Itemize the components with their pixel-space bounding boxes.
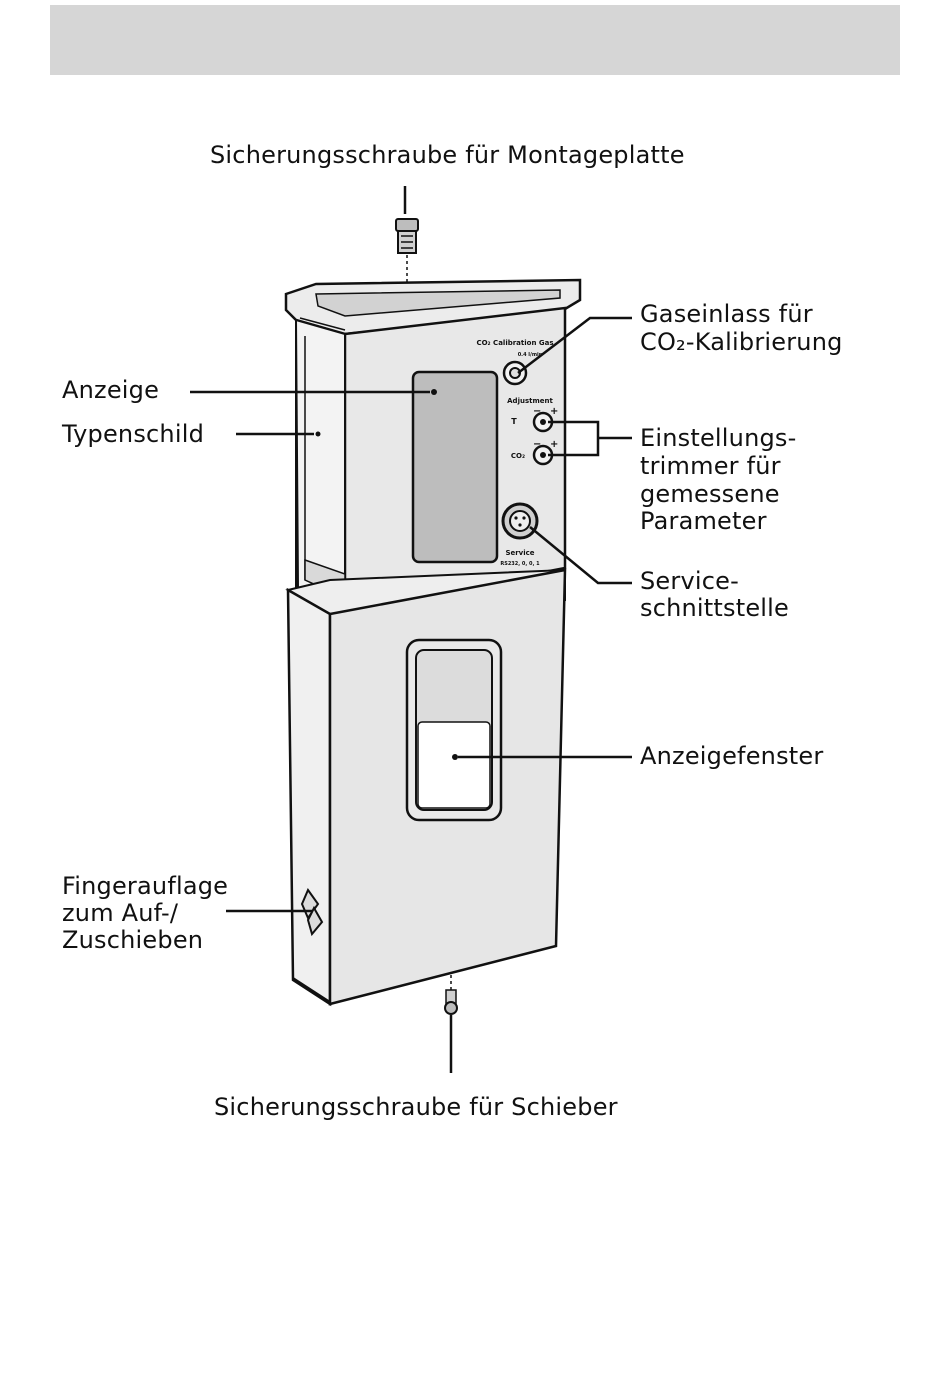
bottom-screw-label: Sicherungsschraube für Schieber <box>214 1093 618 1121</box>
type-plate-label: Typenschild <box>62 420 205 448</box>
top-screw-label: Sicherungsschraube für Montageplatte <box>210 141 685 169</box>
top-screw-icon <box>395 218 419 290</box>
display-label: Anzeige <box>62 376 160 404</box>
bottom-screw-icon <box>444 975 458 1015</box>
header-bar <box>50 5 900 75</box>
trimmer-label-line3: gemessene <box>640 480 780 508</box>
gas-inlet-label-line1: Gaseinlass für <box>640 300 813 328</box>
gas-inlet-icon <box>502 360 528 386</box>
trimmer-co2-plus: + <box>550 439 558 450</box>
trimmer-t-minus: − <box>533 406 541 417</box>
service-leader <box>529 526 632 585</box>
gas-inlet-label-line2: CO₂-Kalibrierung <box>640 328 843 356</box>
trimmer-label-line1: Einstellungs- <box>640 424 797 452</box>
device-service-text: Service <box>505 549 534 557</box>
service-label-line2: schnittstelle <box>640 594 789 622</box>
service-connector-icon <box>501 502 539 540</box>
device-calibration-text: CO₂ Calibration Gas <box>476 339 553 347</box>
device-flow-text: 0.4 l/min <box>518 352 543 358</box>
trimmer-label-line4: Parameter <box>640 507 767 535</box>
trimmer-t-plus: + <box>550 406 558 417</box>
finger-rest-label-line3: Zuschieben <box>62 926 204 954</box>
service-label-line1: Service- <box>640 567 739 595</box>
finger-rest-label-line2: zum Auf-/ <box>62 899 179 927</box>
display-window <box>405 638 503 822</box>
device-adjustment-text: Adjustment <box>507 397 553 405</box>
device-service-sub-text: RS232, 0, 0, 1 <box>500 561 540 567</box>
finger-rest-label-line1: Fingerauflage <box>62 872 229 900</box>
device-co2-text: CO₂ <box>511 452 525 460</box>
gas-inlet-leader <box>517 316 632 374</box>
device-t-text: T <box>511 417 517 426</box>
trimmer-co2-minus: − <box>533 439 541 450</box>
display-screen <box>411 370 499 564</box>
trimmer-label-line2: trimmer für <box>640 452 781 480</box>
display-window-label: Anzeigefenster <box>640 742 824 770</box>
